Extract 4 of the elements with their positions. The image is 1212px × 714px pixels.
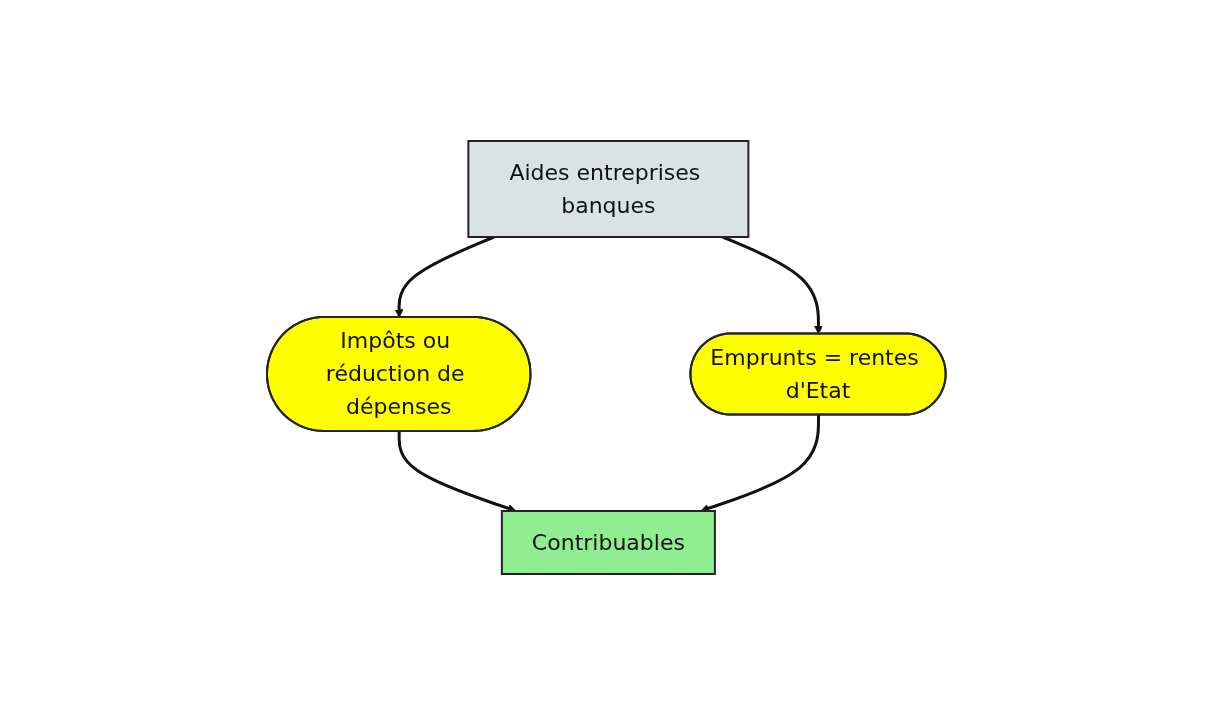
- node-box: Aides entreprises banques: [467, 139, 750, 238]
- arrow: [394, 235, 495, 318]
- node-box: Contribuables: [500, 509, 716, 575]
- arrow: [721, 235, 823, 334]
